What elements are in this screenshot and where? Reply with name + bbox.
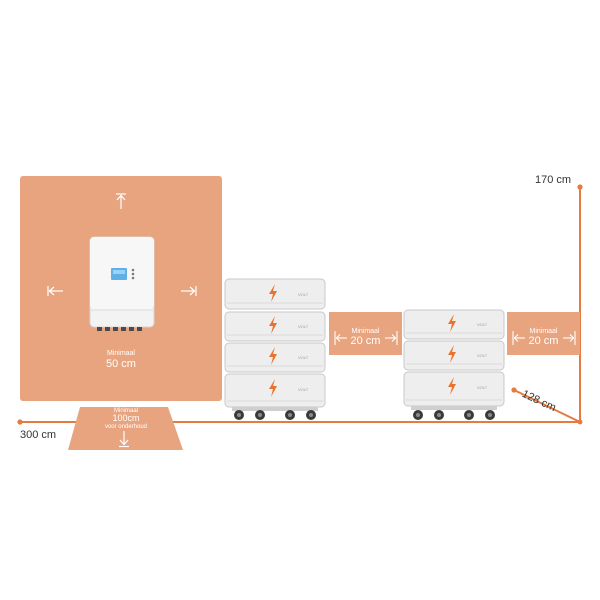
arrow-down-to-bar-icon xyxy=(119,431,129,448)
battery-brand-label: VOLT xyxy=(477,353,488,358)
lightning-bolt-icon xyxy=(269,379,277,397)
double-arrow-icon xyxy=(512,331,525,345)
battery-brand-label: VOLT xyxy=(298,324,309,329)
inverter-connectors xyxy=(97,327,142,331)
width-measure-endpoint xyxy=(17,419,23,425)
battery-module: VOLT xyxy=(403,340,505,371)
floor-caption-big: 100cm xyxy=(112,413,140,424)
lightning-bolt-icon xyxy=(448,345,456,363)
gap-right-caption-small: Minimaal xyxy=(529,328,558,335)
inverter-caption-small: Minimaal xyxy=(106,350,135,357)
battery-module: VOLT xyxy=(224,373,326,408)
floor-caption-note: voor onderhoud xyxy=(104,423,148,430)
battery-brand-label: VOLT xyxy=(298,355,309,360)
battery-gap-clearance-left: Minimaal 20 cm xyxy=(329,312,402,355)
floor-clearance-zone xyxy=(68,407,183,450)
inverter-button xyxy=(131,276,135,280)
arrow-right-to-bar-icon xyxy=(181,286,197,296)
width-label: 300 cm xyxy=(20,429,57,441)
gap-right-caption: Minimaal 20 cm xyxy=(507,328,580,348)
lightning-bolt-icon xyxy=(269,284,277,302)
battery-stack-1: VOLT VOLT VOLT VOLT xyxy=(224,278,326,420)
lightning-bolt-icon xyxy=(448,377,456,395)
battery-brand-label: VOLT xyxy=(477,385,488,390)
battery-module: VOLT xyxy=(224,311,326,342)
caster-wheel-icon xyxy=(413,410,495,420)
floor-caption-small: Minimaal xyxy=(113,408,138,414)
gap-right-caption-big: 20 cm xyxy=(528,335,559,348)
lightning-bolt-icon xyxy=(269,316,277,334)
inverter-unit xyxy=(89,236,155,331)
battery-module: VOLT xyxy=(403,371,505,407)
lightning-bolt-icon xyxy=(269,347,277,365)
lightning-bolt-icon xyxy=(448,314,456,332)
battery-module: VOLT xyxy=(224,278,326,310)
inverter-button xyxy=(131,268,135,272)
arrow-up-to-bar-icon xyxy=(116,193,126,209)
inverter-button xyxy=(131,272,135,276)
double-arrow-icon xyxy=(563,331,576,345)
battery-brand-label: VOLT xyxy=(298,387,309,392)
double-arrow-icon xyxy=(334,331,347,345)
height-measure-endpoint xyxy=(577,184,583,190)
floor-clearance-caption: Minimaal 100cm voor onderhoud xyxy=(66,408,186,430)
depth-measure-line xyxy=(513,389,581,423)
battery-brand-label: VOLT xyxy=(477,322,488,327)
battery-module: VOLT xyxy=(224,342,326,373)
battery-module: VOLT xyxy=(403,309,505,340)
gap-left-caption-small: Minimaal xyxy=(351,328,380,335)
battery-stack-2: VOLT VOLT VOLT xyxy=(403,309,505,420)
double-arrow-icon xyxy=(385,331,398,345)
inverter-clearance-caption: Minimaal 50 cm xyxy=(20,350,222,371)
height-label: 170 cm xyxy=(535,174,572,186)
gap-left-caption: Minimaal 20 cm xyxy=(329,328,402,348)
battery-gap-clearance-right: Minimaal 20 cm xyxy=(507,312,580,355)
gap-left-caption-big: 20 cm xyxy=(350,335,381,348)
battery-brand-label: VOLT xyxy=(298,292,309,297)
inverter-caption-big: 50 cm xyxy=(106,358,136,371)
arrow-left-to-bar-icon xyxy=(47,286,63,296)
depth-measure-endpoint xyxy=(511,387,517,393)
measure-corner-point xyxy=(577,419,583,425)
caster-wheel-icon xyxy=(234,410,316,420)
